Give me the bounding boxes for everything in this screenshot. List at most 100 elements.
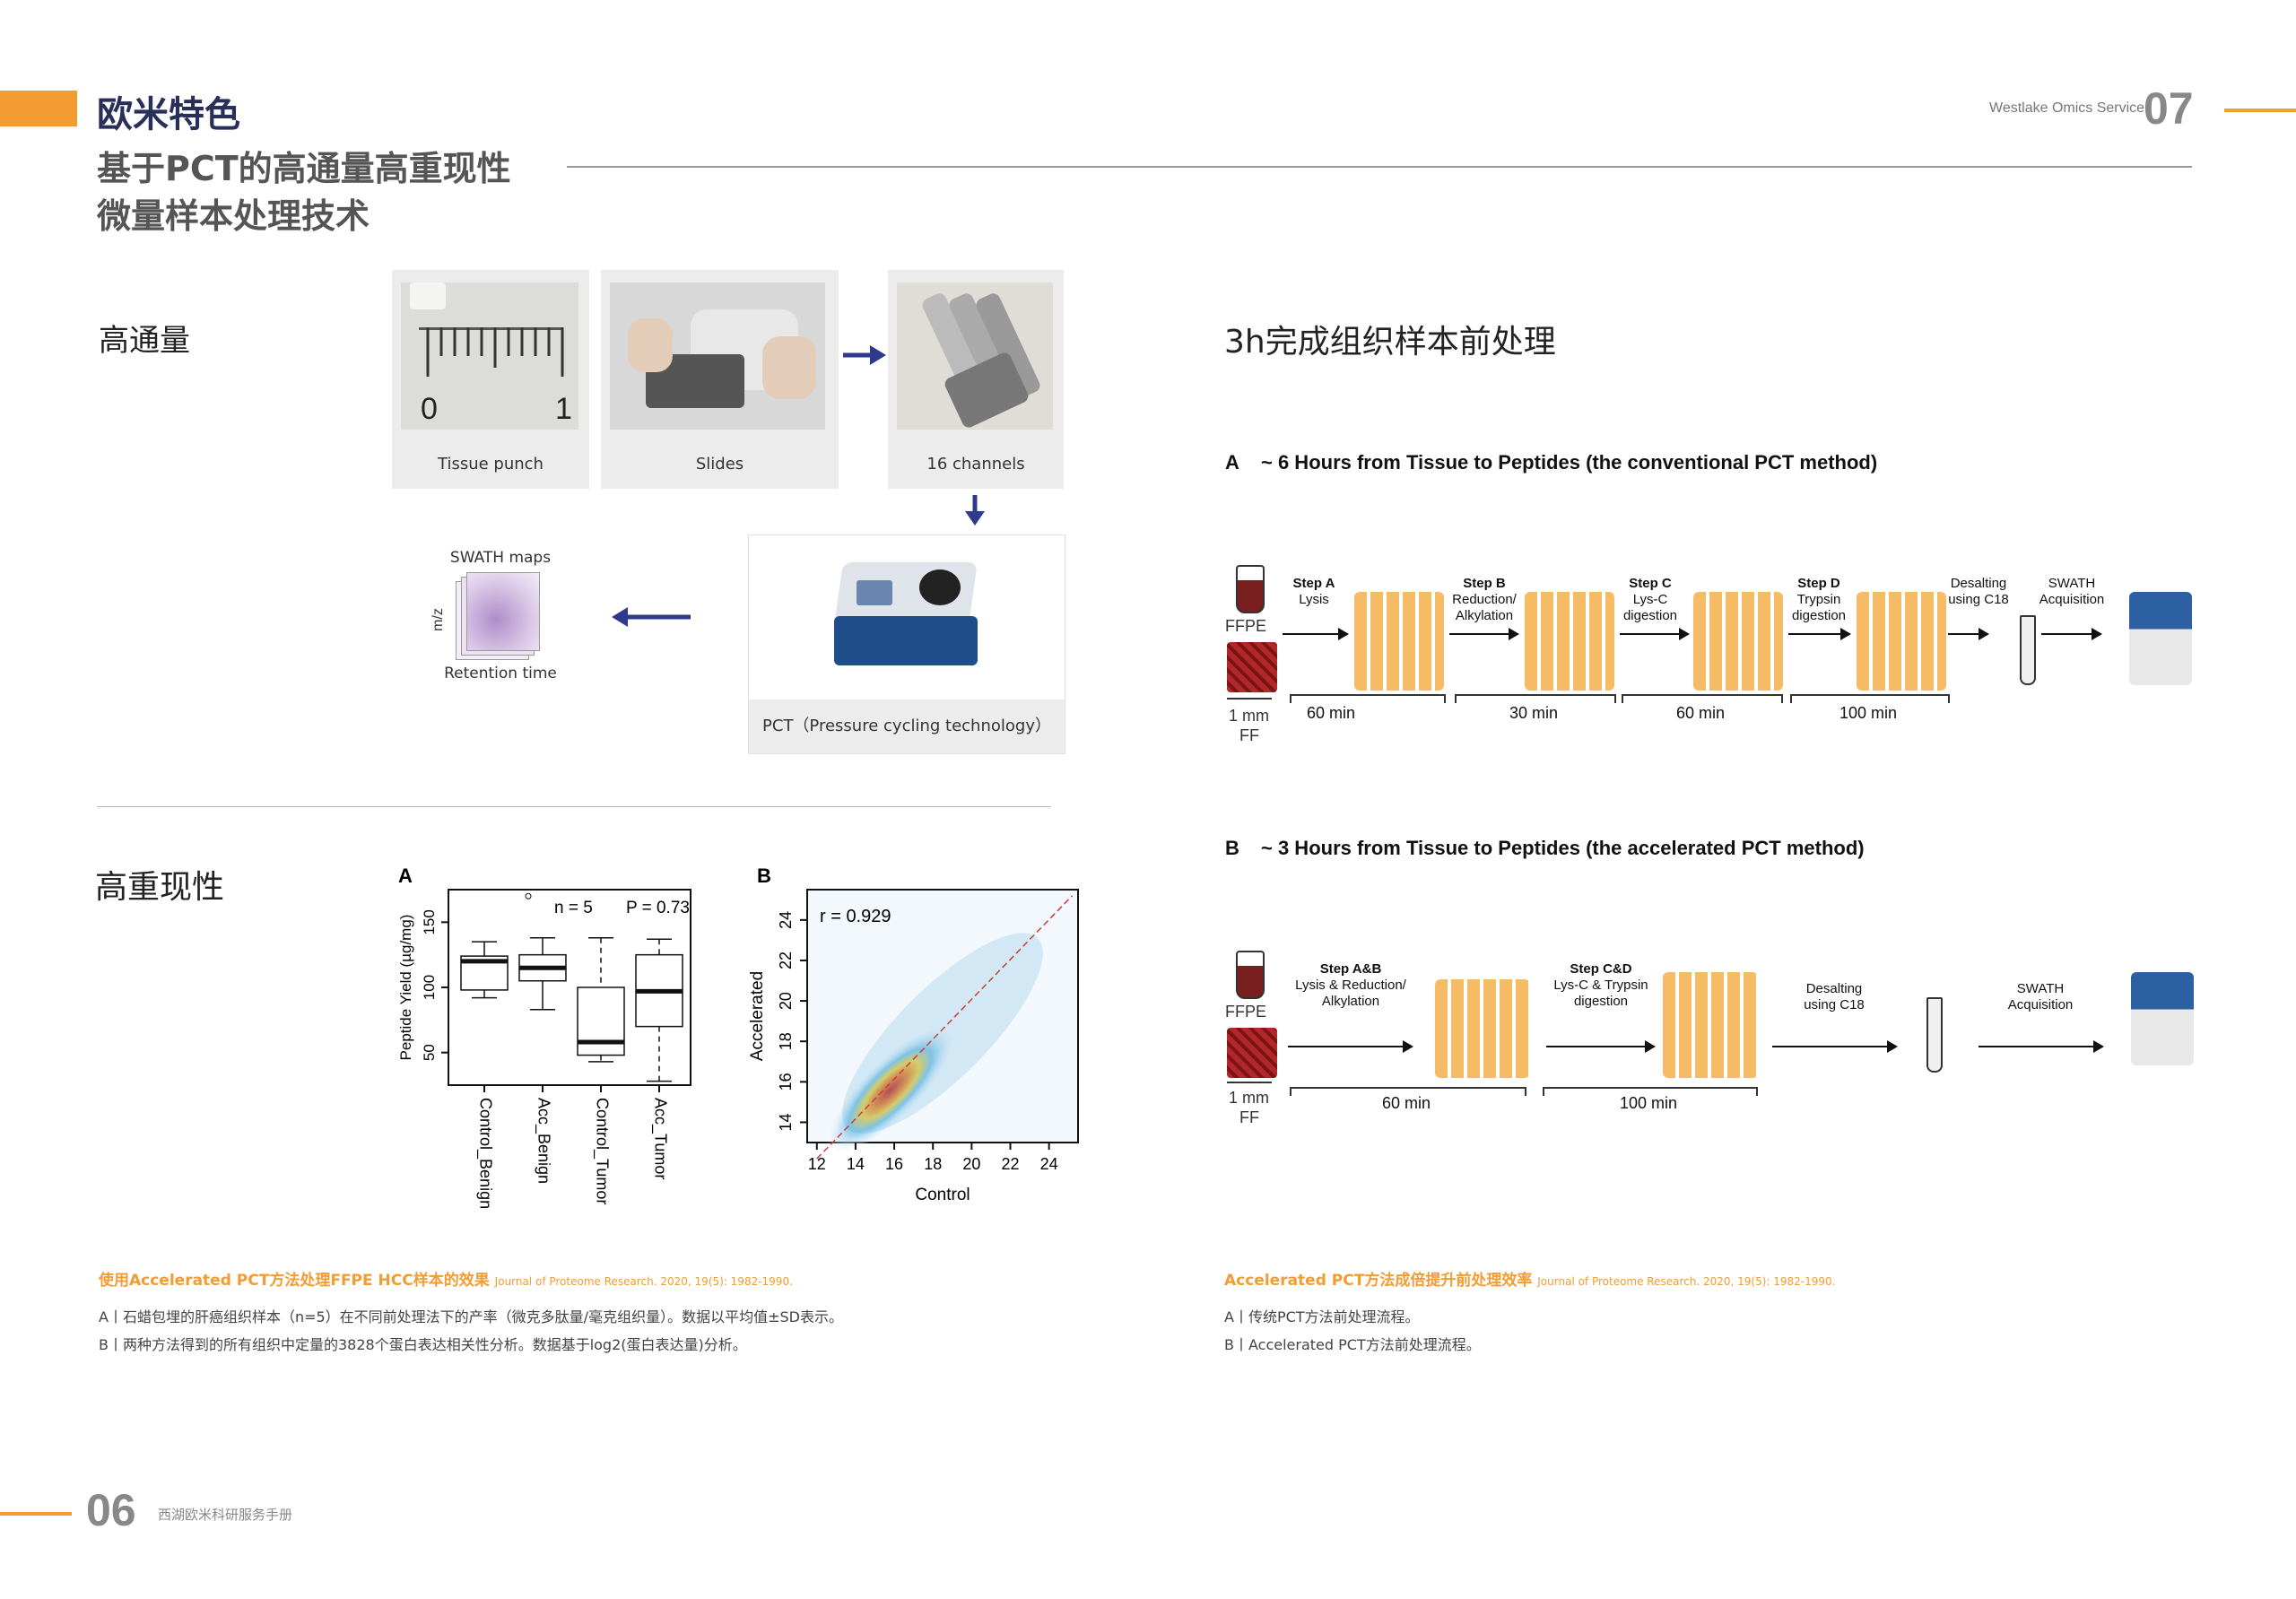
panel-b-letter: B <box>1225 837 1239 859</box>
panel-a-bracket-4 <box>1790 694 1950 703</box>
panel-a-time-2: 30 min <box>1509 704 1559 722</box>
reproducibility-heading: 高重现性 <box>95 869 225 906</box>
y-tick-label-b: 18 <box>777 1032 795 1050</box>
swath-title: SWATH maps <box>449 549 552 567</box>
y-tick-label-b: 24 <box>777 911 795 929</box>
ffpe-tube-icon <box>1236 565 1265 613</box>
right-caption-title: Accelerated PCT方法成倍提升前处理效率 Journal of Pr… <box>1224 1267 1836 1290</box>
swath-x-label: Retention time <box>444 665 557 682</box>
mass-spec-icon-b <box>2131 972 2194 1065</box>
page-number-left: 06 <box>86 1485 136 1535</box>
category-label: Control_Benign <box>475 1098 494 1209</box>
panel-b-ffpe: FFPE <box>1225 1003 1267 1021</box>
y-tick-label-a: 50 <box>421 1044 438 1061</box>
panel-a-arrow-6 <box>2041 628 2102 640</box>
panel-a-ffpe: FFPE <box>1225 617 1267 635</box>
panel-letter-a: A <box>398 865 413 887</box>
panel-a-step-b-desc: Reduction/ Alkylation <box>1452 592 1517 623</box>
panel-b-time-2: 100 min <box>1619 1094 1678 1112</box>
page-number-right: 07 <box>2144 83 2194 134</box>
panel-a-arrow-4 <box>1788 628 1851 640</box>
x-tick-label-b: 14 <box>847 1155 865 1173</box>
page-title-line1: 基于PCT的高通量高重现性 <box>97 149 511 188</box>
pct-card: PCT（Pressure cycling technology） <box>748 534 1065 754</box>
pct-label: PCT（Pressure cycling technology） <box>749 700 1065 753</box>
outlier-point <box>525 892 532 899</box>
microtome-image <box>610 282 825 430</box>
page-title-line2: 微量样本处理技术 <box>97 196 370 236</box>
panel-b-bracket-1 <box>1290 1087 1526 1096</box>
slides-card: Slides <box>601 270 839 489</box>
annotation-p: P = 0.73 <box>626 899 690 917</box>
panel-a-arrow-5 <box>1948 628 1989 640</box>
c18-column-icon-b <box>1926 997 1943 1073</box>
panel-a-arrow-3 <box>1620 628 1690 640</box>
brand-name: Westlake Omics Service <box>1989 100 2145 116</box>
arrow-left-icon <box>612 607 691 627</box>
panel-a-time-1: 60 min <box>1306 704 1356 722</box>
swath-maps-image <box>456 572 542 660</box>
category-label: Acc_Benign <box>534 1098 552 1184</box>
mass-spec-icon <box>2129 592 2192 685</box>
panel-b-arrow-2 <box>1546 1040 1656 1053</box>
density-halo <box>842 933 1043 1134</box>
x-tick-label-b: 20 <box>962 1155 980 1173</box>
density-core <box>826 1026 954 1154</box>
panel-b-arrow-4 <box>1979 1040 2104 1053</box>
panel-a-step-d-name: Step D <box>1797 576 1840 591</box>
y-axis-label-a: Peptide Yield (µg/mg) <box>397 915 414 1061</box>
arrow-down-icon <box>965 495 985 526</box>
header-accent-bar <box>0 91 77 126</box>
panel-a-arrow-1 <box>1283 628 1349 640</box>
tissue-punch-card: 0 1 Tissue punch <box>392 270 589 489</box>
panel-b-arrow-3 <box>1772 1040 1898 1053</box>
panel-b-desalting: Desalting using C18 <box>1804 981 1865 1012</box>
panel-a-step-b-name: Step B <box>1463 576 1506 591</box>
left-caption-b: B丨两种方法得到的所有组织中定量的3828个蛋白表达相关性分析。数据基于log2… <box>99 1336 747 1353</box>
panel-a-bracket-3 <box>1622 694 1783 703</box>
panel-a-step-a-name: Step A <box>1292 576 1335 591</box>
panel-b-ff: FF <box>1239 1108 1259 1126</box>
panel-a-time-4: 100 min <box>1839 704 1898 722</box>
channels-image <box>897 282 1053 430</box>
panel-a-mm: 1 mm <box>1229 707 1269 725</box>
x-tick-label-b: 24 <box>1040 1155 1058 1173</box>
header-right-accent <box>2224 109 2296 112</box>
footer-accent-bar <box>0 1512 72 1516</box>
left-caption-title-text: 使用Accelerated PCT方法处理FFPE HCC样本的效果 <box>99 1272 490 1290</box>
title-divider <box>567 166 2192 168</box>
x-tick-label-b: 16 <box>885 1155 903 1173</box>
left-caption-ref: Journal of Proteome Research. 2020, 19(5… <box>494 1275 793 1288</box>
x-tick-label-b: 22 <box>1001 1155 1019 1173</box>
panel-a-step-c-desc: Lys-C digestion <box>1622 592 1678 623</box>
panel-b-title: ~ 3 Hours from Tissue to Peptides (the a… <box>1261 837 1865 859</box>
panel-a-letter: A <box>1225 451 1239 474</box>
section-title: 欧米特色 <box>97 94 240 135</box>
panel-b-bracket-2 <box>1543 1087 1758 1096</box>
panel-b-mm: 1 mm <box>1229 1089 1269 1107</box>
tube-group-b1 <box>1435 979 1530 1078</box>
tube-group-1 <box>1354 592 1444 691</box>
panel-a-swath: SWATH Acquisition <box>2039 576 2105 607</box>
panel-b-step-cd-desc: Lys-C & Trypsin digestion <box>1553 978 1648 1009</box>
channels-card: 16 channels <box>888 270 1064 489</box>
panel-b-swath: SWATH Acquisition <box>2007 981 2074 1012</box>
arrow-right-icon <box>843 345 886 365</box>
left-section-divider <box>97 806 1051 807</box>
panel-a-bracket-2 <box>1455 694 1616 703</box>
panel-a-desalting: Desalting using C18 <box>1948 576 2009 607</box>
pct-device-image <box>830 553 982 679</box>
y-tick-label-b: 16 <box>777 1073 795 1091</box>
footer-text: 西湖欧米科研服务手册 <box>158 1507 293 1523</box>
swath-y-label: m/z <box>430 608 446 631</box>
ffpe-tube-icon-b <box>1236 951 1265 999</box>
tube-group-2 <box>1525 592 1614 691</box>
y-axis-label-b: Accelerated <box>748 971 767 1061</box>
tube-group-3 <box>1693 592 1783 691</box>
panel-a-bracket-1 <box>1290 694 1446 703</box>
x-tick-label-b: 12 <box>808 1155 826 1173</box>
category-label: Control_Tumor <box>592 1098 611 1204</box>
